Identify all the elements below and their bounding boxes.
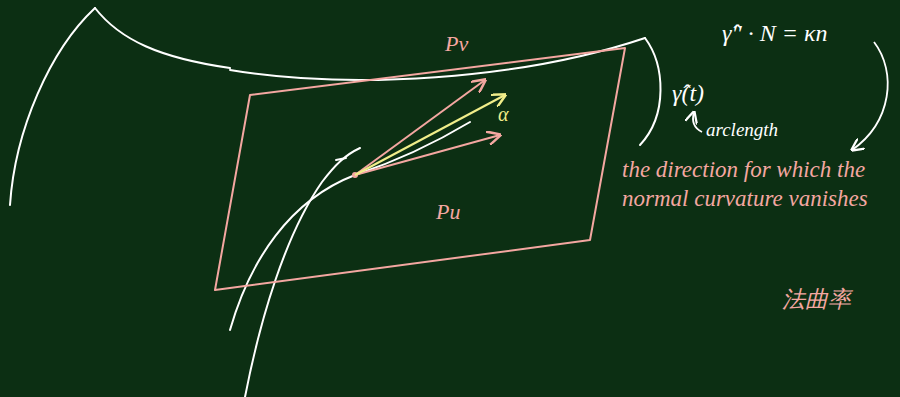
direction-vector [355,95,505,175]
arclength-pointer [693,112,702,132]
annotation-label: 法曲率 [782,286,851,315]
pv-vector [355,80,485,175]
annotation-label: the direction for which the normal curva… [622,156,884,214]
tick-mark [336,158,346,160]
annotation-label: α [498,102,509,127]
annotation-label: γ̂'' · N = κn [722,18,827,48]
tangent-plane [215,48,625,290]
saddle-top-edge [230,38,645,80]
saddle-top-left-edge [95,8,230,68]
annotation-label: arclength [706,118,778,142]
annotation-label: Pv [445,30,468,58]
saddle-left-edge [10,8,95,205]
saddle-right-edge [640,38,661,145]
pu-vector [355,135,500,175]
annotation-label: γ̂(t) [672,78,704,108]
curvature-pointer [852,42,888,150]
annotation-label: Pu [436,198,460,226]
